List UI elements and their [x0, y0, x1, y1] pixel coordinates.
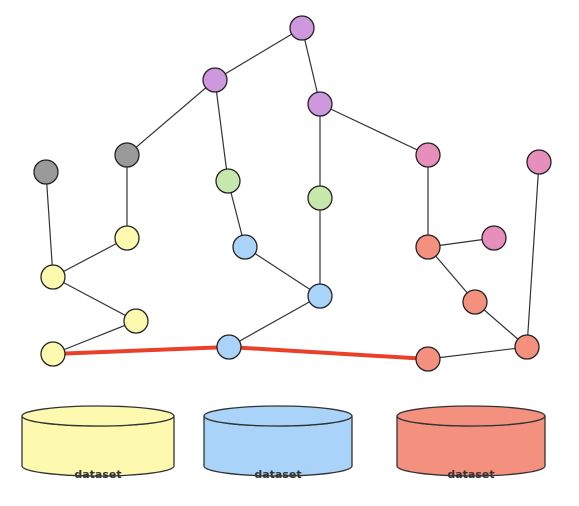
- edge-pTop-pB: [301, 27, 321, 105]
- node-salmon-sA: [415, 234, 441, 260]
- node-pink-pkB: [526, 149, 552, 175]
- dataset-cylinder-yellow: dataset: [21, 405, 175, 481]
- node-blue-bC: [216, 334, 242, 360]
- node-yellow-yC: [123, 308, 149, 334]
- node-pink-pkA: [415, 142, 441, 168]
- node-green-grA: [215, 168, 241, 194]
- edge-yC-yD: [52, 320, 137, 355]
- dataset-top-salmon: [396, 405, 546, 427]
- node-blue-bB: [307, 283, 333, 309]
- highlighted-edge-bC-sD: [227, 345, 430, 361]
- node-yellow-yB: [40, 264, 66, 290]
- edge-pA-grA: [214, 79, 229, 182]
- nodes-layer: [33, 15, 552, 372]
- node-pink-pkC: [481, 225, 507, 251]
- highlighted-edge-yD-bC: [51, 345, 231, 356]
- node-purple-pTop: [289, 15, 315, 41]
- node-green-grB: [307, 185, 333, 211]
- node-yellow-yD: [40, 341, 66, 367]
- edge-yB-yC: [52, 276, 137, 322]
- edge-sC-sD: [427, 346, 528, 360]
- node-purple-pA: [202, 67, 228, 93]
- dataset-label-yellow: dataset: [74, 468, 121, 481]
- node-purple-pB: [307, 91, 333, 117]
- node-salmon-sB: [462, 289, 488, 315]
- edge-gA-yB: [45, 171, 54, 278]
- node-salmon-sC: [514, 334, 540, 360]
- datasets-layer: dataset dataset dataset: [21, 405, 546, 481]
- edge-pTop-pA: [214, 27, 303, 81]
- edge-pB-pkA: [319, 103, 429, 156]
- node-blue-bA: [232, 234, 258, 260]
- dataset-label-salmon: dataset: [447, 468, 494, 481]
- dataset-cylinder-blue: dataset: [203, 405, 353, 481]
- dataset-top-blue: [203, 405, 353, 427]
- node-gray-gA: [33, 159, 59, 185]
- node-yellow-yA: [114, 225, 140, 251]
- dataset-cylinder-salmon: dataset: [396, 405, 546, 481]
- edge-pA-gB: [126, 79, 216, 156]
- edge-bA-bB: [244, 246, 321, 297]
- dataset-top-yellow: [21, 405, 175, 427]
- node-gray-gB: [114, 142, 140, 168]
- node-salmon-sD: [415, 346, 441, 372]
- edge-pkB-sC: [526, 161, 540, 348]
- dataset-label-blue: dataset: [254, 468, 301, 481]
- edge-bB-bC: [228, 295, 321, 348]
- edge-yA-yB: [52, 237, 128, 278]
